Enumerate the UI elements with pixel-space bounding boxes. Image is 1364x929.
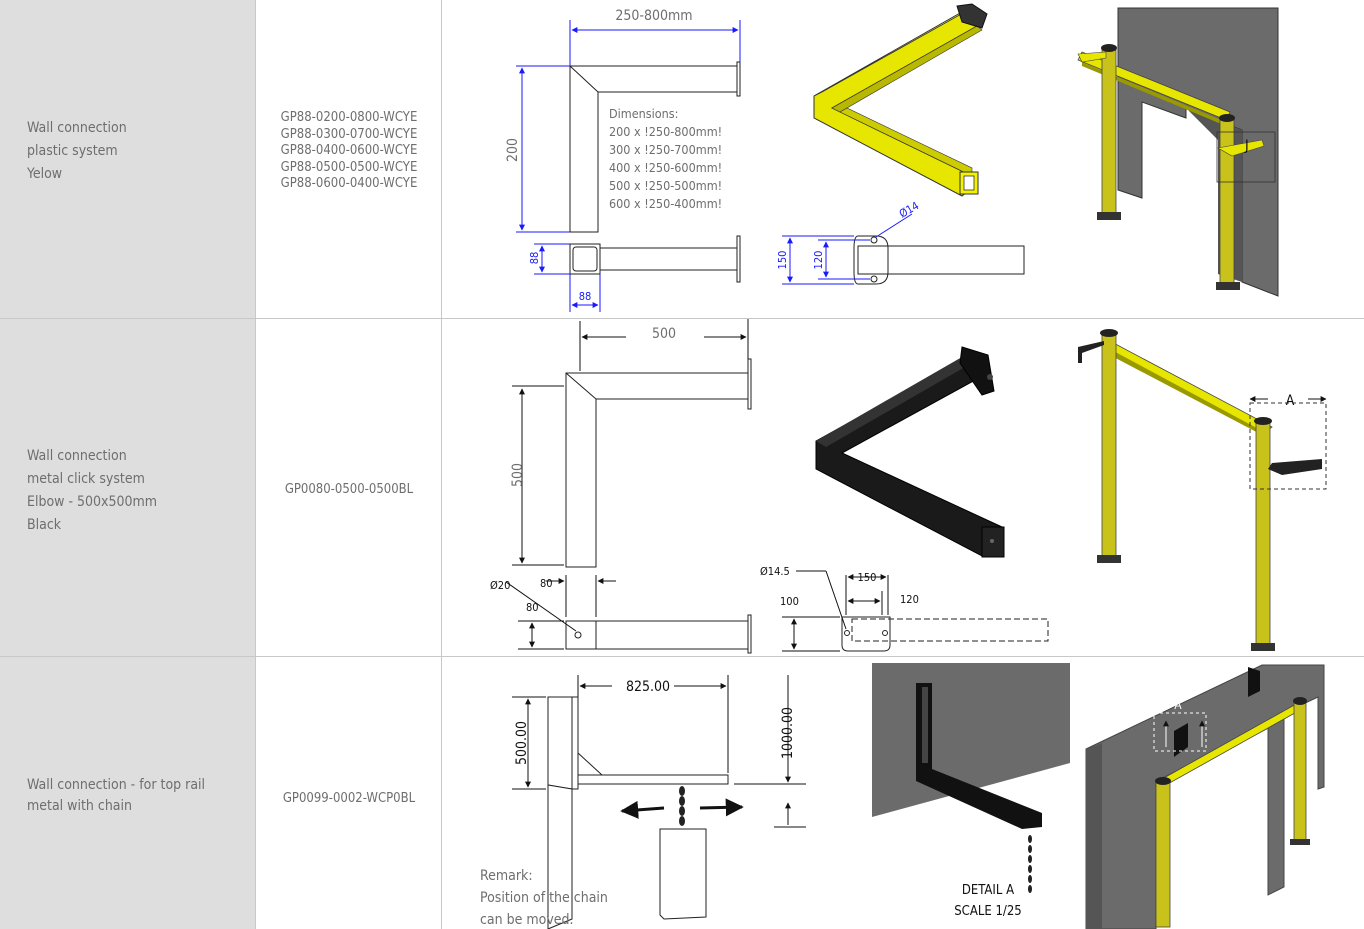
installation-3d	[1077, 7, 1279, 297]
description-text: Wall connection - for top rail metal wit…	[27, 777, 206, 814]
description-cell: Wall connection plastic system Yelow	[0, 0, 256, 318]
table-row: Wall connection metal click system Elbow…	[0, 319, 1364, 657]
detail-mark: A	[1286, 393, 1295, 409]
plate-height: 100	[780, 595, 799, 608]
plate-hole-diameter: Ø14.5	[760, 565, 790, 578]
product-codes: GP0080-0500-0500BL	[284, 482, 414, 497]
side-dimension: 500	[510, 463, 526, 487]
installation-3d	[1085, 664, 1325, 929]
detail-title: DETAIL A	[962, 883, 1014, 898]
technical-drawing-plastic-elbow: 250-800mm 200 Dimensions: 200 x !250-800…	[505, 3, 1279, 312]
table-row: Wall connection plastic system Yelow GP8…	[0, 0, 1364, 319]
svg-text:400 x !250-600mm!: 400 x !250-600mm!	[609, 160, 722, 175]
svg-text:Position of the chain: Position of the chain	[480, 890, 608, 906]
description-text: Wall connection plastic system Yelow	[27, 120, 127, 182]
side-dimension: 500.00	[514, 721, 530, 765]
hole-diameter: Ø14	[897, 199, 921, 220]
svg-text:Remark:: Remark:	[480, 868, 533, 884]
svg-text:300 x !250-700mm!: 300 x !250-700mm!	[609, 142, 722, 157]
drawing-cell: 825.00 500.00 1000.00 Remark: Pos	[442, 657, 1364, 929]
svg-text:Dimensions:: Dimensions:	[609, 106, 678, 121]
drawing-cell: 250-800mm 200 Dimensions: 200 x !250-800…	[442, 0, 1364, 318]
product-code-cell: GP88-0200-0800-WCYE GP88-0300-0700-WCYE …	[256, 0, 442, 318]
top-dimension: 500	[652, 326, 676, 342]
technical-drawing-top-rail: 825.00 500.00 1000.00 Remark: Pos	[480, 663, 1325, 929]
plate-view	[853, 235, 1025, 285]
section-height: 88	[528, 252, 541, 265]
black-elbow-3d	[815, 346, 1005, 558]
technical-drawing-metal-elbow: 500 500	[490, 319, 1327, 654]
svg-text:600 x !250-400mm!: 600 x !250-400mm!	[609, 196, 722, 211]
yellow-elbow-3d	[813, 3, 988, 197]
product-code-cell: GP0080-0500-0500BL	[256, 319, 442, 656]
detail-mark: A	[1174, 698, 1182, 712]
description-cell: Wall connection metal click system Elbow…	[0, 319, 256, 656]
description-cell: Wall connection - for top rail metal wit…	[0, 657, 256, 929]
product-code-cell: GP0099-0002-WCP0BL	[256, 657, 442, 929]
plate-width: 150	[858, 571, 877, 584]
side-dimension: 200	[505, 138, 521, 162]
detail-mark: J	[1244, 138, 1249, 154]
plate-view	[841, 616, 1049, 652]
plate-inner-dimension: 120	[900, 593, 919, 606]
detail-scale: SCALE 1/25	[954, 904, 1021, 919]
chain	[679, 786, 685, 826]
product-codes: GP0099-0002-WCP0BL	[282, 791, 416, 806]
elbow-outline	[565, 358, 752, 568]
table-row: Wall connection - for top rail metal wit…	[0, 657, 1364, 929]
hole-left-diameter: Ø20	[490, 579, 510, 592]
svg-text:200 x !250-800mm!: 200 x !250-800mm!	[609, 124, 722, 139]
plate-inner-dimension: 120	[812, 251, 825, 270]
drawing-cell: 500 500	[442, 319, 1364, 656]
section-view	[569, 235, 741, 283]
plate-outer-dimension: 150	[776, 251, 789, 270]
bracket-outline	[547, 696, 729, 929]
remark: Remark: Position of the chain can be mov…	[480, 868, 608, 928]
top-dimension: 250-800mm	[615, 8, 692, 24]
detail-a-3d	[872, 663, 1070, 893]
right-dimension: 1000.00	[780, 707, 796, 759]
product-codes: GP88-0200-0800-WCYE GP88-0300-0700-WCYE …	[280, 110, 418, 191]
tube-height: 80	[526, 601, 539, 614]
installation-3d	[1078, 329, 1327, 651]
tube-width: 80	[540, 577, 553, 590]
top-dimension: 825.00	[626, 679, 670, 695]
section-view	[565, 614, 752, 654]
move-arrows	[620, 798, 744, 819]
dimensions-list: Dimensions: 200 x !250-800mm! 300 x !250…	[609, 106, 722, 211]
section-width: 88	[579, 290, 592, 303]
description-text: Wall connection metal click system Elbow…	[27, 448, 158, 533]
svg-text:can be moved.: can be moved.	[480, 912, 574, 928]
svg-text:500 x !250-500mm!: 500 x !250-500mm!	[609, 178, 722, 193]
